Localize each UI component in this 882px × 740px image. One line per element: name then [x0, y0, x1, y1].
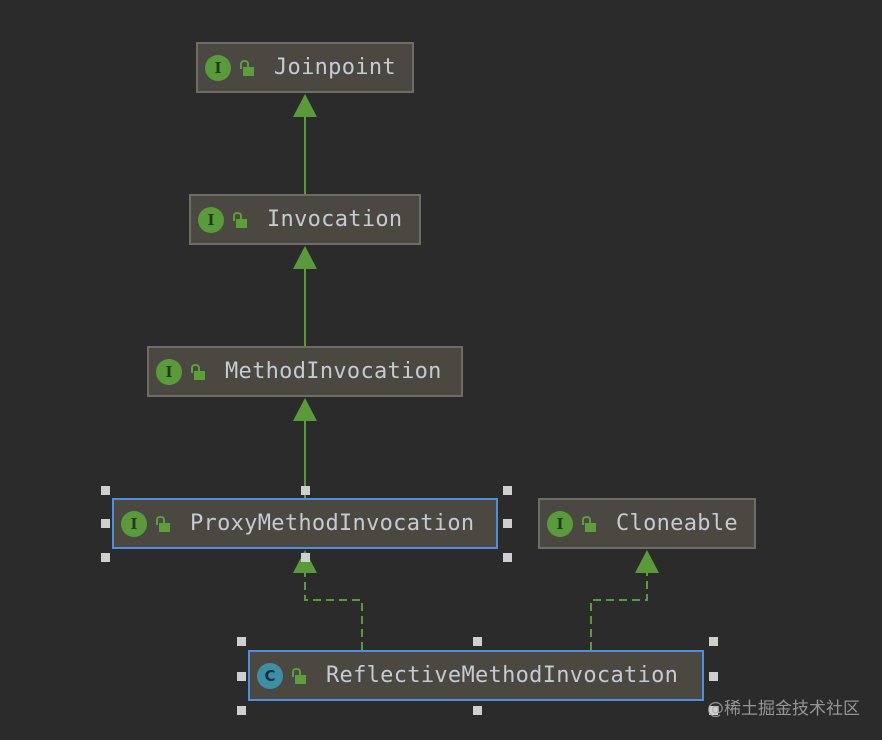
node-label: ProxyMethodInvocation — [190, 511, 475, 536]
resize-handle[interactable] — [237, 672, 246, 681]
node-label: MethodInvocation — [225, 359, 442, 384]
resize-handle[interactable] — [101, 553, 110, 562]
resize-handle[interactable] — [503, 486, 512, 495]
arrow-head — [635, 550, 659, 573]
node-label: Invocation — [267, 207, 403, 232]
node-cloneable[interactable]: I Cloneable — [538, 498, 756, 549]
interface-icon: I — [156, 358, 182, 385]
arrow-head — [293, 398, 317, 421]
arrow-head — [293, 94, 317, 117]
edge-reflective-cloneable — [590, 572, 648, 650]
public-lock-icon — [191, 363, 205, 380]
resize-handle[interactable] — [101, 486, 110, 495]
interface-icon: I — [205, 54, 231, 81]
resize-handle[interactable] — [473, 637, 482, 646]
resize-handle[interactable] — [709, 706, 718, 715]
public-lock-icon — [240, 59, 254, 76]
node-label: ReflectiveMethodInvocation — [326, 663, 679, 688]
public-lock-icon — [233, 211, 247, 228]
public-lock-icon — [156, 515, 170, 532]
node-method-invocation[interactable]: I MethodInvocation — [147, 346, 463, 397]
resize-handle[interactable] — [237, 637, 246, 646]
edge-reflective-proxy — [304, 572, 363, 650]
arrow-head — [293, 246, 317, 269]
node-reflective-method-invocation[interactable]: C ReflectiveMethodInvocation — [248, 650, 704, 701]
watermark: @稀土掘金技术社区 — [707, 699, 860, 719]
resize-handle[interactable] — [301, 486, 310, 495]
resize-handle[interactable] — [709, 637, 718, 646]
node-invocation[interactable]: I Invocation — [189, 194, 421, 245]
resize-handle[interactable] — [237, 706, 246, 715]
node-proxy-method-invocation[interactable]: I ProxyMethodInvocation — [112, 498, 498, 549]
node-label: Joinpoint — [274, 55, 396, 80]
resize-handle[interactable] — [301, 553, 310, 562]
interface-icon: I — [198, 206, 224, 233]
resize-handle[interactable] — [101, 519, 110, 528]
resize-handle[interactable] — [473, 706, 482, 715]
public-lock-icon — [292, 667, 306, 684]
resize-handle[interactable] — [503, 519, 512, 528]
interface-icon: I — [547, 510, 573, 537]
node-label: Cloneable — [616, 511, 738, 536]
public-lock-icon — [582, 515, 596, 532]
resize-handle[interactable] — [709, 672, 718, 681]
class-icon: C — [257, 662, 283, 689]
node-joinpoint[interactable]: I Joinpoint — [196, 42, 414, 93]
interface-icon: I — [121, 510, 147, 537]
resize-handle[interactable] — [503, 553, 512, 562]
